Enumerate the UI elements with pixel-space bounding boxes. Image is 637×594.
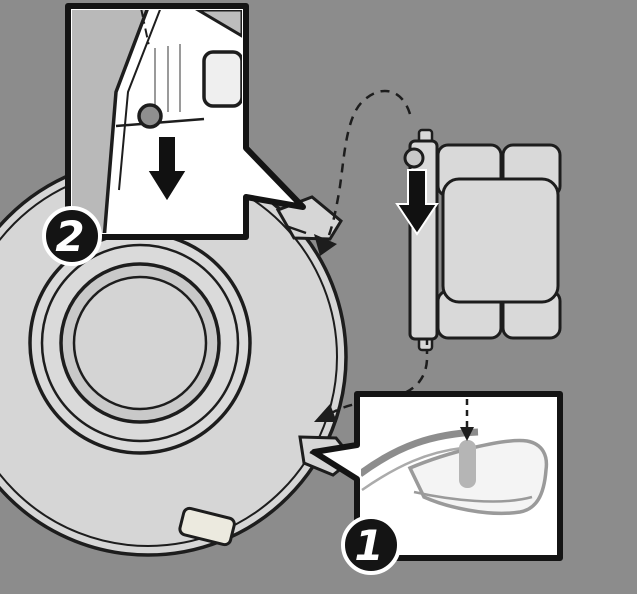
motion-path-dashed-arrow-icon	[322, 89, 412, 247]
latch-edge-rib-lines	[154, 44, 181, 112]
step-badge-1: 1	[341, 515, 401, 575]
hub-ring-2	[40, 243, 240, 443]
latch-assembly	[395, 128, 562, 357]
motion-path-lower	[314, 359, 429, 422]
step-badge-1-circle	[341, 515, 401, 575]
insert-arrowhead-icon	[460, 427, 474, 441]
latch-corner-closeup	[407, 438, 549, 516]
latch-knob-closeup	[137, 103, 163, 129]
motion-path-upper	[314, 89, 412, 256]
press-down-arrow-icon	[145, 135, 189, 204]
step-badge-2-circle	[42, 206, 102, 266]
step-badge-2: 2	[42, 206, 102, 266]
latch-body	[441, 177, 560, 304]
motion-path-dashed-arrow-icon	[329, 359, 429, 416]
latch-end-closeup	[202, 50, 242, 108]
hub-ring-inner	[72, 275, 208, 411]
arrowhead-icon	[314, 234, 337, 256]
latch-corner-edge-line	[413, 490, 533, 503]
drum-hub-rings	[28, 231, 252, 455]
locating-pin	[459, 440, 476, 488]
drum-bottom-tab	[178, 506, 236, 547]
step-badge-1-label: 1	[354, 521, 383, 570]
reel-edge-curve-thin	[361, 446, 463, 492]
latch-knob	[403, 147, 425, 169]
inset-2-content	[72, 10, 242, 233]
step-badge-2-label: 2	[55, 212, 84, 261]
alignment-axis-dashdot-line	[140, 10, 150, 47]
press-down-arrow-icon	[395, 169, 439, 236]
corner-piece	[195, 10, 242, 38]
drum-wall-closeup	[72, 10, 149, 233]
drum-wall-second-contour	[118, 10, 161, 191]
bottom-tab-shape	[178, 506, 236, 547]
notch-detail-line	[285, 224, 307, 235]
inset-1-content	[361, 399, 549, 516]
arrowhead-icon	[314, 404, 337, 422]
